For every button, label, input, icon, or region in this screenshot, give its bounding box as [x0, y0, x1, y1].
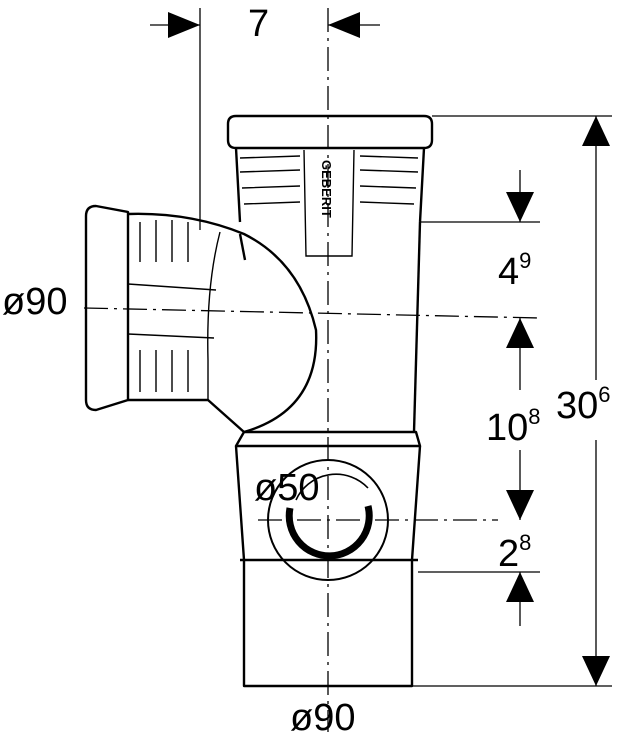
dim-total-height-sup: 6: [598, 382, 610, 407]
side-elbow-outer: [127, 212, 318, 434]
side-port-outer: [267, 459, 389, 581]
side-elbow-band: [127, 283, 217, 339]
pipe-body: [84, 114, 434, 688]
arrow-lower-up: [506, 572, 534, 602]
top-socket-ribs: [239, 149, 419, 257]
extension-lines: [150, 8, 612, 687]
main-pipe-right-upper: [412, 221, 422, 433]
top-socket-neck: [234, 147, 426, 223]
main-pipe-left-upper: [238, 233, 247, 261]
arrow-total-bottom: [582, 656, 610, 686]
dim-middle-height-sup: 8: [528, 404, 540, 429]
center-lines: [83, 8, 541, 732]
dim-lower-height: 28: [498, 530, 531, 575]
arrow-middle-up: [506, 318, 534, 348]
dim-upper-height-sup: 9: [519, 248, 531, 273]
lower-body: [234, 445, 422, 688]
dimension-arrows: [168, 12, 610, 686]
arrow-middle-down: [506, 490, 534, 520]
dim-lower-height-base: 2: [498, 533, 519, 575]
brand-text: GEBERIT: [319, 160, 334, 218]
side-port: [267, 459, 389, 581]
dim-upper-height: 49: [498, 248, 531, 293]
side-socket-ribs: [139, 220, 189, 392]
side-port-inner-arc: [285, 505, 373, 560]
side-port-inner-arc-thin: [295, 473, 369, 501]
top-socket: [226, 114, 434, 150]
dim-upper-height-base: 4: [498, 251, 519, 293]
dim-side-inlet-diameter: ø90: [2, 281, 67, 323]
arrow-7-right: [328, 12, 360, 38]
dim-offset-7: 7: [248, 3, 269, 45]
side-elbow-inner: [207, 231, 221, 400]
dim-middle-height-base: 10: [486, 407, 528, 449]
dim-total-height: 306: [556, 382, 611, 427]
dim-lower-height-sup: 8: [519, 530, 531, 555]
dim-side-port-diameter: ø50: [254, 467, 319, 509]
dim-total-height-base: 30: [556, 385, 598, 427]
dim-bottom-diameter: ø90: [290, 697, 355, 736]
arrow-upper-down: [506, 192, 534, 222]
arrow-total-top: [582, 116, 610, 146]
arrow-7-left: [168, 12, 200, 38]
dim-middle-height: 108: [486, 404, 541, 449]
side-socket: [84, 204, 130, 412]
